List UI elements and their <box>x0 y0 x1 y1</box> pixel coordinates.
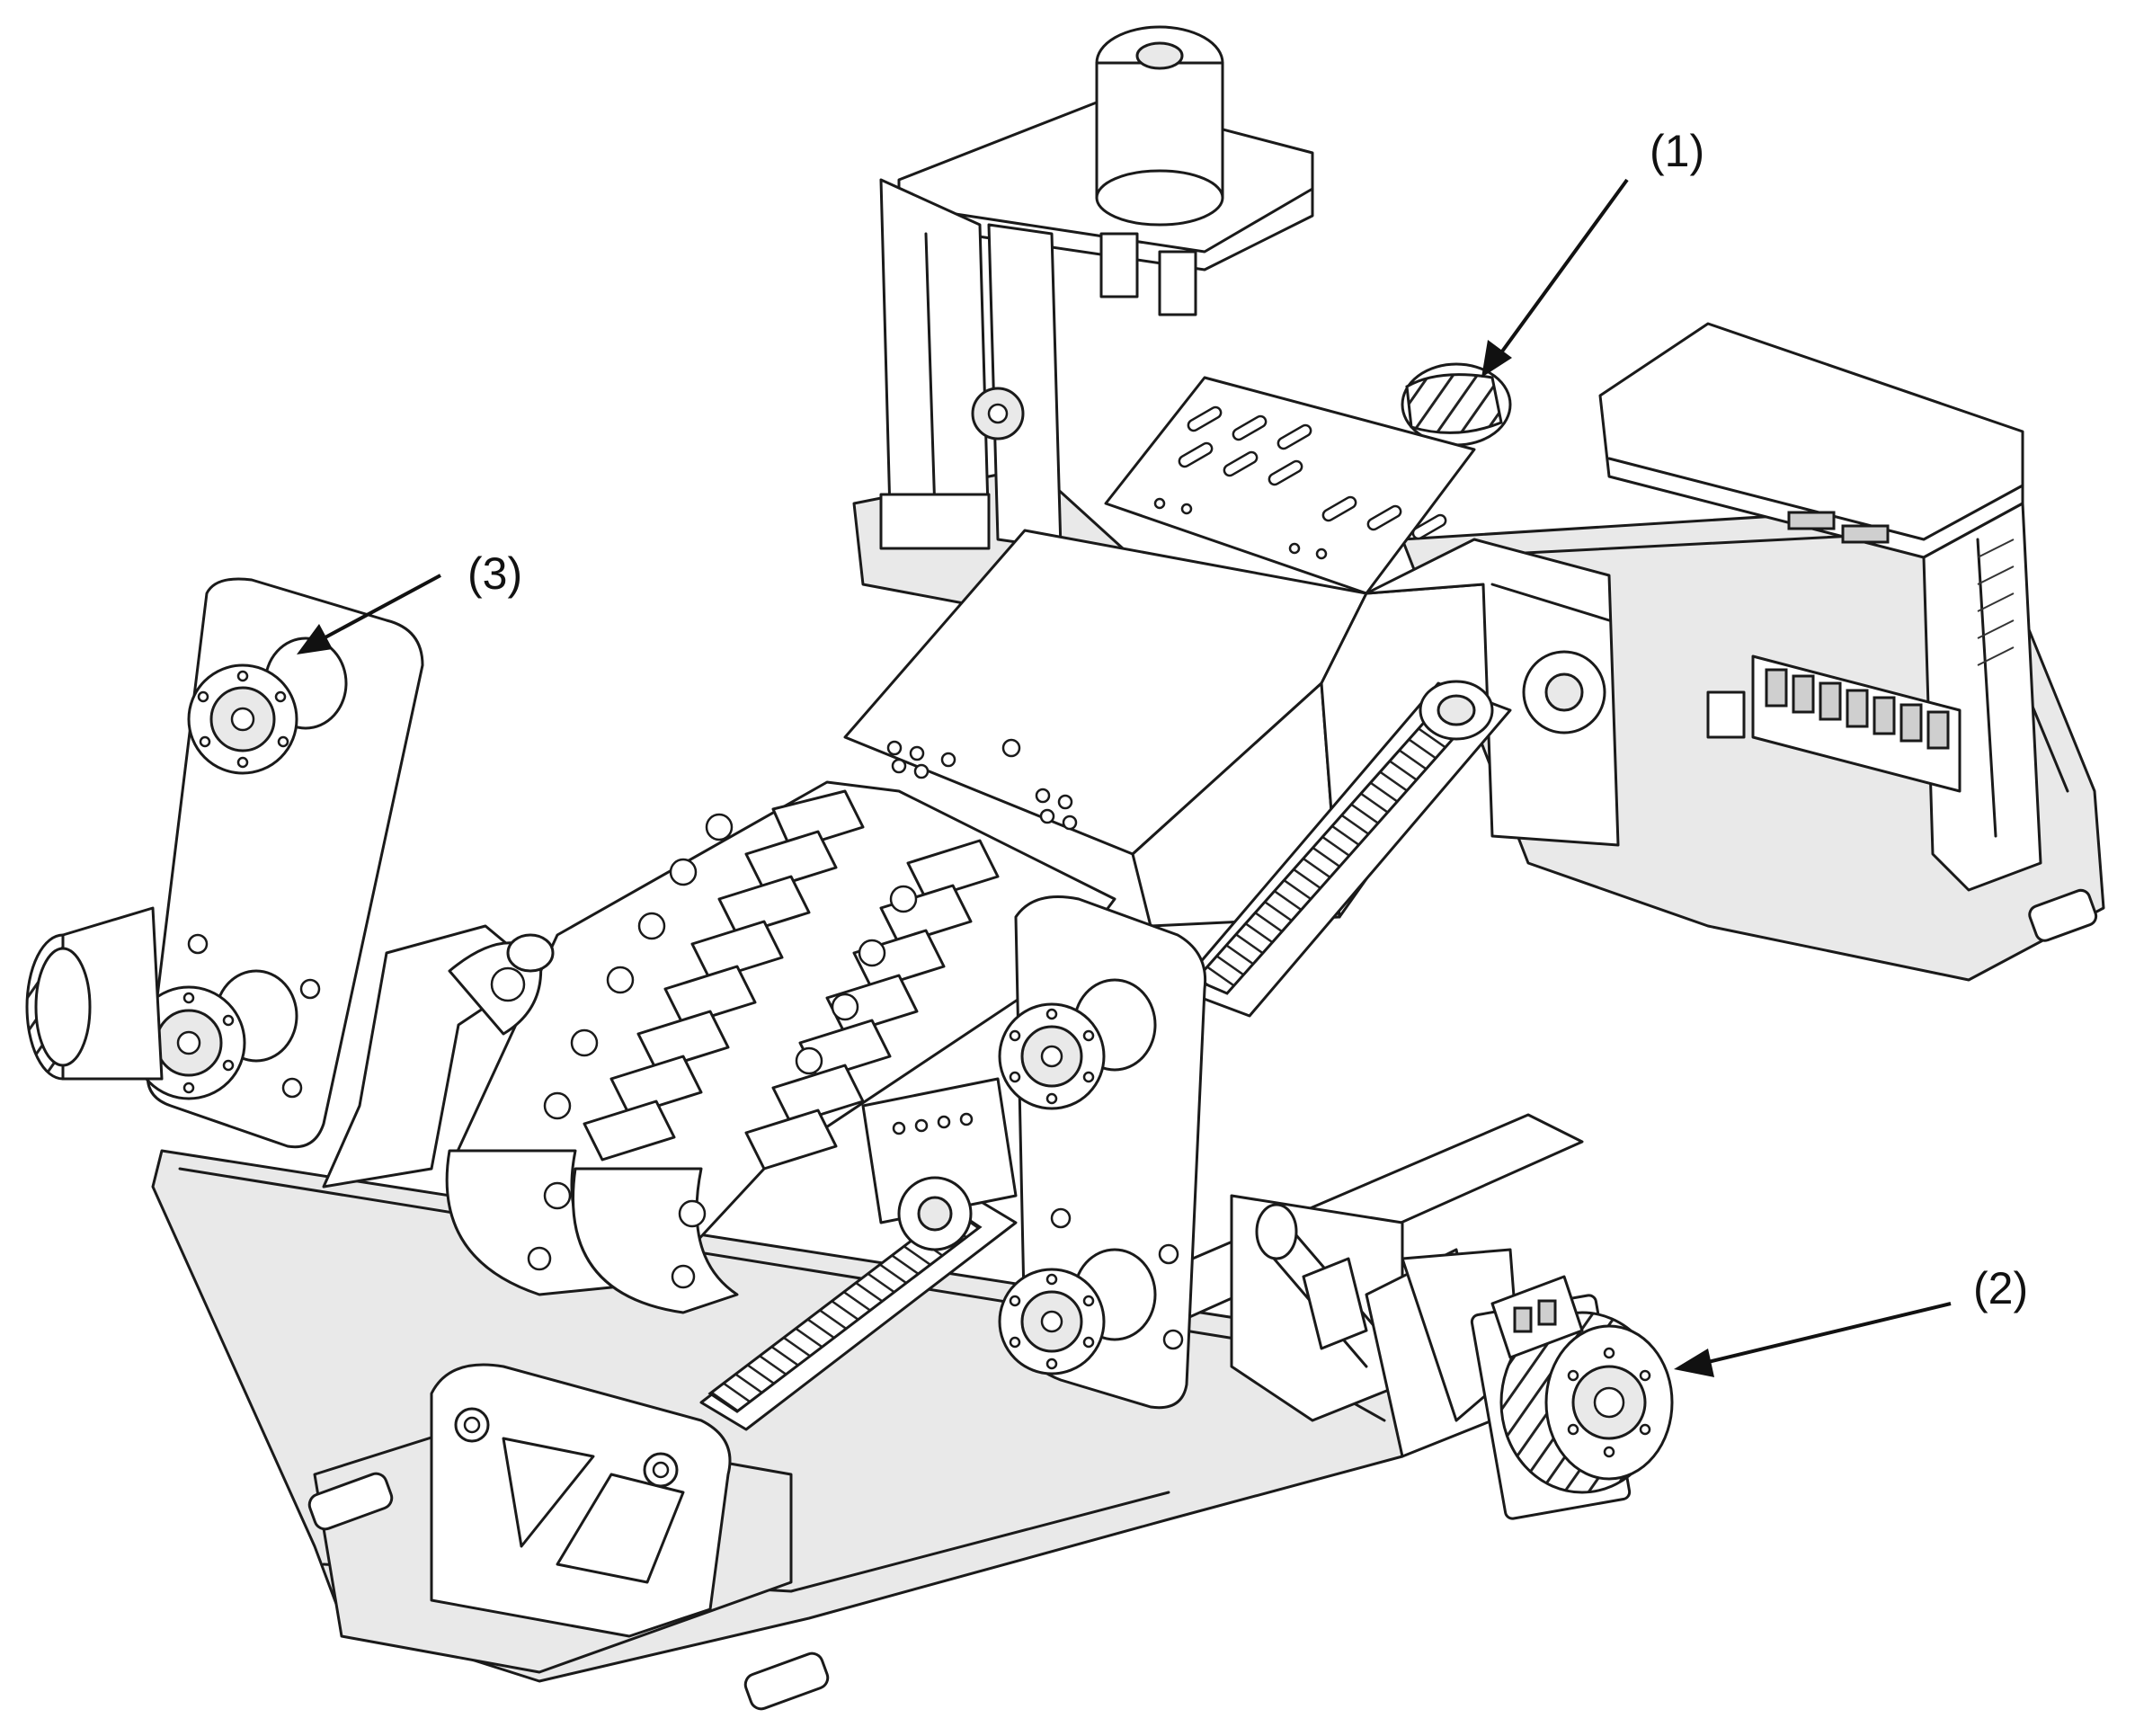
callout-1-arrowhead <box>1481 340 1512 378</box>
callout-2-arrowhead <box>1674 1349 1714 1377</box>
callout-3-leader <box>323 574 441 640</box>
y-axis-motor <box>1401 362 1512 447</box>
front-bracket <box>430 1363 732 1638</box>
left-end-motor <box>25 906 164 1081</box>
left-side-plate <box>131 577 424 1149</box>
callout-2-leader <box>1707 1302 1952 1364</box>
rear-tower <box>879 25 1314 550</box>
electronics-enclosure <box>1598 322 2042 892</box>
cable-drag-chain <box>445 780 1116 1314</box>
callout-1: (1) <box>1481 126 1704 378</box>
x-axis-leadscrew <box>1176 680 1512 1018</box>
callout-3-arrowhead <box>297 624 333 654</box>
right-bracket <box>1230 1194 1404 1422</box>
right-side-plate <box>998 895 1207 1410</box>
callout-3-label: (3) <box>467 548 522 599</box>
front-leadscrew <box>699 1077 1018 1431</box>
callout-1-leader <box>1498 178 1629 357</box>
callout-2: (2) <box>1674 1263 2028 1377</box>
callout-3: (3) <box>297 548 522 654</box>
callout-1-label: (1) <box>1650 126 1704 176</box>
left-bracket <box>322 924 555 1188</box>
x-axis-motor <box>1365 1248 1674 1520</box>
callout-2-label: (2) <box>1973 1263 2028 1313</box>
